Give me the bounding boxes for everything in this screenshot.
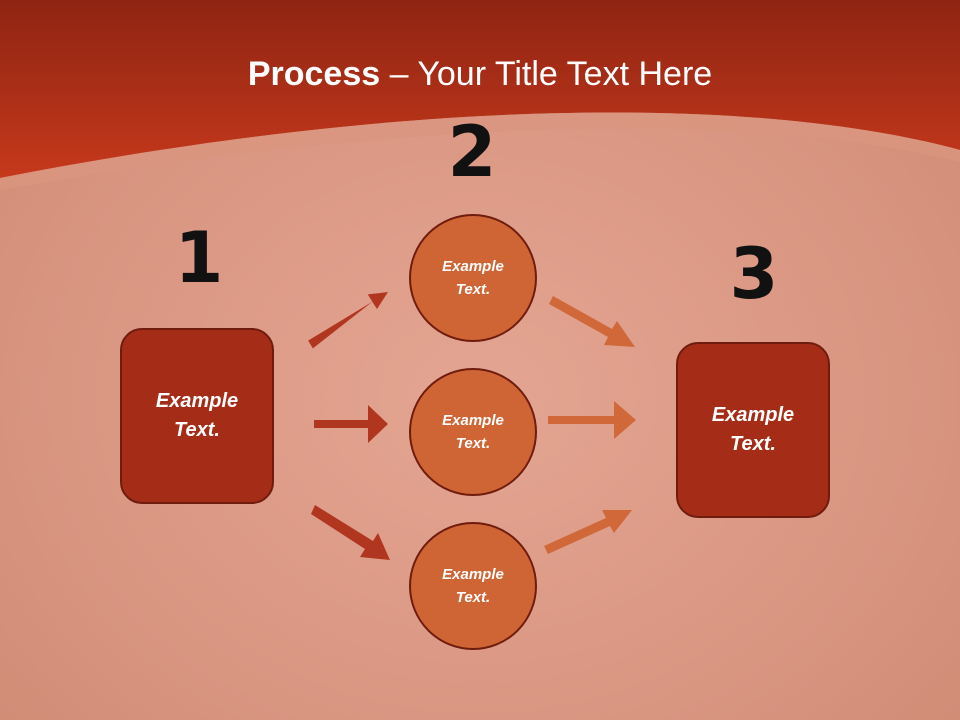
circle-middle-text: Example Text. — [442, 412, 504, 452]
arrow-left-up — [308, 292, 388, 349]
arrow-right-down — [549, 296, 635, 347]
circle-bottom: Example Text. — [409, 522, 537, 650]
circle-bottom-text: Example Text. — [442, 566, 504, 606]
circle-middle: Example Text. — [409, 368, 537, 496]
title-rest: – Your Title Text Here — [380, 55, 713, 93]
slide-title: Process – Your Title Text Here — [0, 52, 960, 96]
right-box-text: Example Text. — [711, 404, 795, 455]
step-number-1: 1 — [174, 217, 224, 299]
step-number-2: 2 — [447, 111, 497, 193]
arrow-left-down — [311, 505, 390, 560]
header-band — [0, 0, 960, 178]
left-box: Example Text. — [120, 328, 274, 504]
header-swoosh — [0, 112, 960, 190]
arrow-left-right — [314, 405, 388, 443]
left-box-text: Example Text. — [155, 390, 239, 441]
step-number-3: 3 — [729, 233, 779, 315]
arrow-right-right — [548, 401, 636, 439]
arrow-right-up — [544, 510, 632, 554]
circle-top-text: Example Text. — [442, 258, 504, 298]
right-box: Example Text. — [676, 342, 830, 518]
title-bold: Process — [247, 55, 381, 93]
circle-top: Example Text. — [409, 214, 537, 342]
